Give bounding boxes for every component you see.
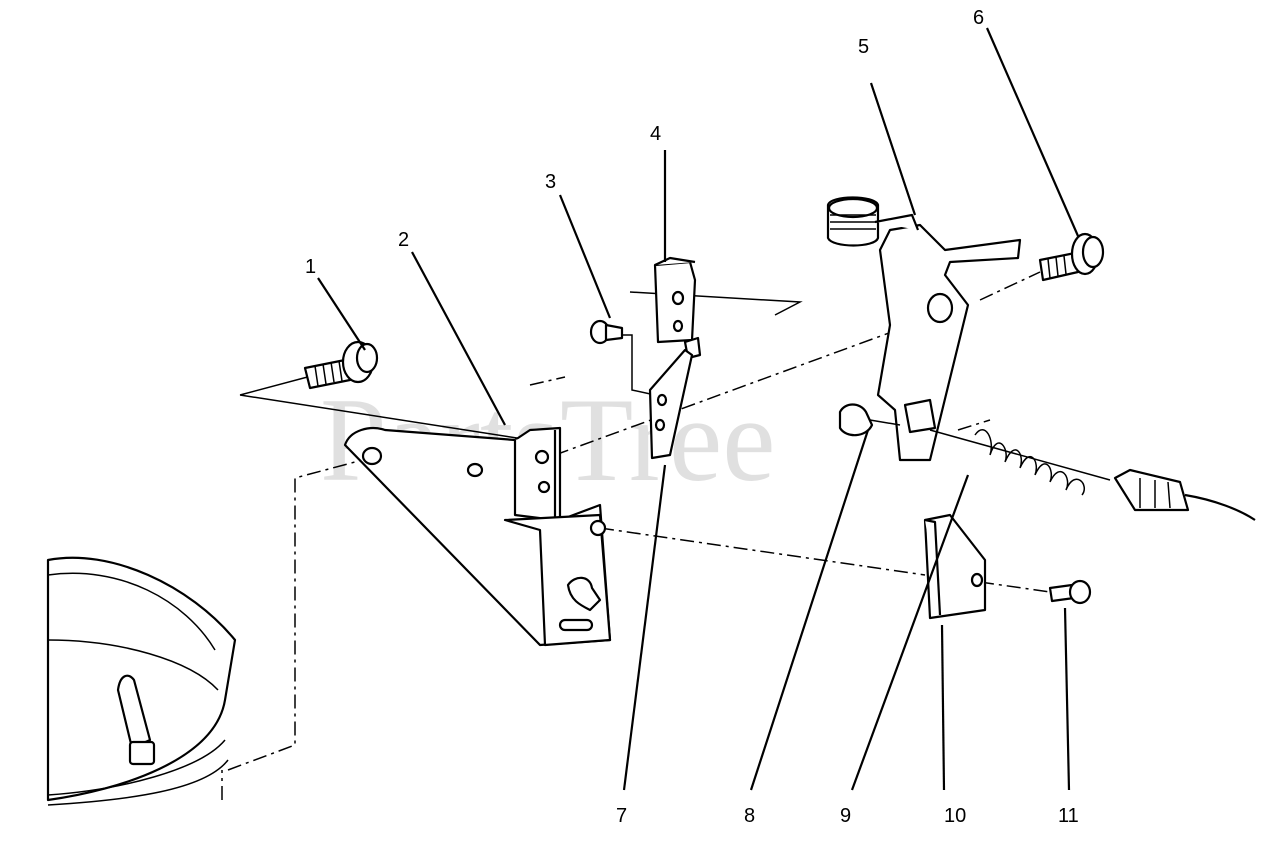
- screw-3-guide: [620, 334, 656, 396]
- gusset-plate-10: [923, 513, 987, 620]
- bracket-2: [343, 426, 612, 647]
- callout-11: 11: [1058, 805, 1079, 827]
- callout-8: 8: [744, 805, 755, 827]
- shoulder-bolt-6: [1038, 232, 1105, 282]
- bolt-1-guide: [239, 374, 531, 441]
- callout-9: 9: [840, 805, 851, 827]
- bolt-1: [303, 340, 379, 390]
- control-lever-5: [826, 196, 1022, 462]
- small-bolt-11: [1048, 579, 1092, 605]
- callout-6: 6: [973, 7, 984, 29]
- callout-10: 10: [944, 805, 966, 827]
- spring-cable-9: [929, 428, 1256, 521]
- engine-housing: [46, 556, 237, 806]
- callout-numbers: 1 2 3 4 5 6 7 8 9 10 11: [305, 7, 1079, 827]
- leader-lines: [317, 27, 1080, 791]
- callout-5: 5: [858, 36, 869, 58]
- screw-3: [589, 319, 624, 345]
- plate-7: [648, 348, 694, 460]
- callout-4: 4: [650, 123, 661, 145]
- callout-1: 1: [305, 256, 316, 278]
- callout-7: 7: [616, 805, 627, 827]
- callout-3: 3: [545, 171, 556, 193]
- callout-2: 2: [398, 229, 409, 251]
- clip-4: [653, 256, 702, 360]
- cable-8: [838, 403, 901, 437]
